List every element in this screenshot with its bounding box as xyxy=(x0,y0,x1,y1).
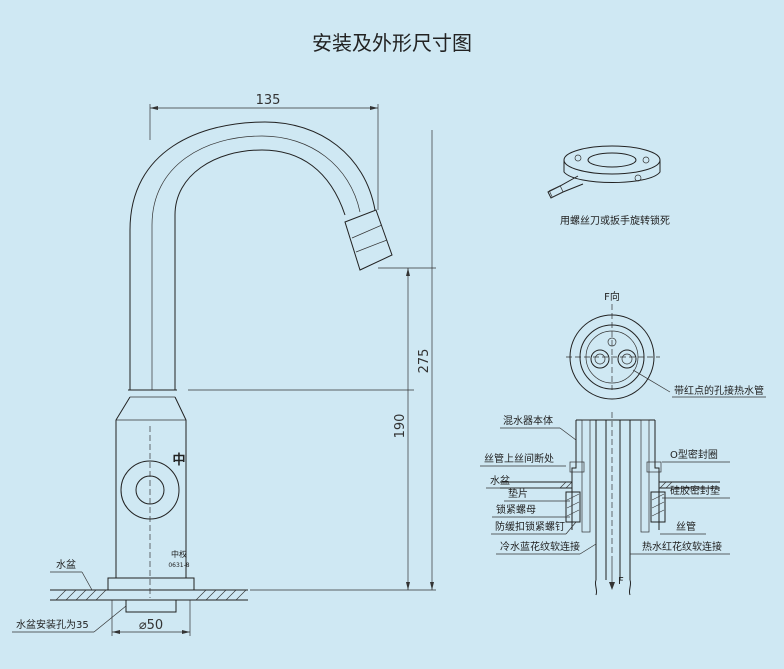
dim-body-height: 190 xyxy=(393,414,408,439)
spout-outer xyxy=(129,121,376,390)
label-screw: 防缓扣锁紧螺钉 xyxy=(495,520,565,533)
dim-base-dia: ⌀50 xyxy=(139,618,163,633)
label-basin: 水盆 xyxy=(56,558,76,571)
f-view: F向 带红点的孔接热水管 xyxy=(566,290,766,400)
label-threaded-pipe: 丝管 xyxy=(676,520,696,533)
label-washer: 垫片 xyxy=(508,487,528,500)
basin-plate xyxy=(50,589,248,601)
section-view: F 混水器本体 丝管上丝间断处 水盆 垫片 锁紧螺母 防缓扣锁紧螺钉 冷水蓝花纹… xyxy=(480,412,730,596)
lock-nut-illustration: 用螺丝刀或扳手旋转锁死 xyxy=(547,145,670,227)
label-mixer-body: 混水器本体 xyxy=(503,414,553,427)
label-silicone-seal: 硅胶密封垫 xyxy=(670,484,720,497)
base-flange xyxy=(107,577,195,591)
label-hot-hose: 热水红花纹软连接 xyxy=(642,540,722,553)
page-title: 安装及外形尺寸图 xyxy=(312,31,472,55)
logo-mark: 中 xyxy=(172,452,185,468)
brand-text: 中权 xyxy=(171,549,187,559)
dim-total-height: 275 xyxy=(417,349,432,374)
model-text: 0631-8 xyxy=(168,562,189,569)
label-hot-pipe-hole: 带红点的孔接热水管 xyxy=(674,384,764,397)
view-label: F向 xyxy=(604,290,620,303)
arrow-label: F xyxy=(618,576,624,587)
label-cold-hose: 冷水蓝花纹软连接 xyxy=(500,540,580,553)
dim-width: 135 xyxy=(256,93,281,108)
label-lock-nut: 锁紧螺母 xyxy=(496,503,536,516)
label-o-ring: O型密封圈 xyxy=(670,448,718,461)
wrench-caption: 用螺丝刀或扳手旋转锁死 xyxy=(560,214,670,227)
aerator xyxy=(344,209,393,271)
mounting-stem xyxy=(125,600,177,613)
faucet-drawing: 135 中 中权 0631-8 xyxy=(12,93,436,636)
label-thread-cutoff: 丝管上丝间断处 xyxy=(484,452,554,465)
label-basin-hole: 水盆安装孔为35 xyxy=(16,618,89,631)
spout-inner xyxy=(174,149,346,390)
label-basin-section: 水盆 xyxy=(490,474,510,487)
